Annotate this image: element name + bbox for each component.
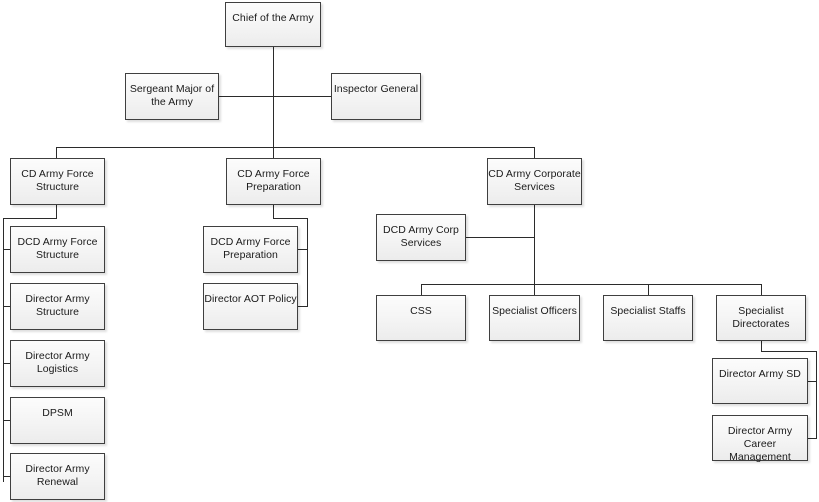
org-node-label-dcd-army-corp-services: DCD Army Corp Services — [383, 224, 459, 249]
connector-stub-dcd-force-preparation — [298, 249, 308, 251]
connector-stub-director-army-structure — [3, 306, 11, 308]
connector-inspector-general-link — [273, 96, 332, 98]
org-node-label-dcd-army-force-structure: DCD Army Force Structure — [17, 236, 98, 261]
connector-stub-director-army-renewal — [3, 476, 11, 478]
connector-corporate-services-spine — [534, 205, 536, 284]
org-node-director-army-structure[interactable]: Director Army Structure — [10, 283, 105, 330]
org-node-cd-army-force-preparation[interactable]: CD Army Force Preparation — [226, 158, 321, 205]
org-node-cd-army-corporate-services[interactable]: CD Army Corporate Services — [487, 158, 582, 205]
connector-drop-cd-corporate-services — [534, 147, 536, 159]
connector-specialist-directorates-stem — [761, 341, 763, 352]
org-node-label-dcd-army-force-preparation: DCD Army Force Preparation — [210, 236, 291, 261]
connector-chief-trunk-to-level2 — [273, 47, 275, 148]
org-node-label-director-army-renewal: Director Army Renewal — [25, 463, 90, 488]
connector-force-structure-elbow — [3, 218, 57, 220]
connector-force-preparation-spine — [307, 218, 309, 306]
connector-drop-specialist-officers — [534, 284, 536, 296]
org-node-label-specialist-staffs: Specialist Staffs — [610, 305, 686, 317]
connector-force-structure-spine — [3, 218, 5, 482]
connector-drop-specialist-directorates — [761, 284, 763, 296]
org-node-director-army-logistics[interactable]: Director Army Logistics — [10, 340, 105, 387]
org-node-label-inspector-general: Inspector General — [333, 83, 419, 95]
connector-sergeant-major-link — [218, 96, 274, 98]
org-node-director-army-career-management[interactable]: Director Army Career Management — [712, 415, 808, 463]
org-node-sergeant-major[interactable]: Sergeant Major of the Army — [125, 73, 219, 120]
org-node-dcd-army-force-preparation[interactable]: DCD Army Force Preparation — [203, 226, 298, 273]
connector-stub-director-army-career — [808, 438, 817, 440]
org-node-label-cd-army-force-structure: CD Army Force Structure — [21, 168, 94, 193]
org-node-label-director-aot-policy: Director AOT Policy — [204, 293, 297, 305]
connector-stub-dcd-force-structure — [3, 249, 11, 251]
org-node-dcd-army-force-structure[interactable]: DCD Army Force Structure — [10, 226, 105, 273]
connector-stub-dcd-army-corp-services — [466, 237, 535, 239]
org-node-label-cd-army-corporate-services: CD Army Corporate Services — [488, 168, 581, 193]
org-node-label-cd-army-force-preparation: CD Army Force Preparation — [237, 168, 310, 193]
org-node-specialist-officers[interactable]: Specialist Officers — [489, 295, 580, 341]
org-node-label-specialist-officers: Specialist Officers — [492, 305, 577, 317]
org-node-label-chief-of-the-army: Chief of the Army — [232, 12, 314, 24]
org-node-inspector-general[interactable]: Inspector General — [331, 73, 421, 120]
org-node-cd-army-force-structure[interactable]: CD Army Force Structure — [10, 158, 105, 205]
org-node-director-aot-policy[interactable]: Director AOT Policy — [203, 283, 298, 330]
connector-force-preparation-stem — [273, 205, 275, 219]
connector-stub-dpsm — [3, 420, 11, 422]
connector-drop-cd-force-preparation — [273, 147, 275, 159]
org-node-director-army-renewal[interactable]: Director Army Renewal — [10, 453, 105, 500]
connector-force-structure-stem — [56, 205, 58, 219]
connector-level2-distribution-bar — [56, 147, 535, 149]
org-node-label-dpsm: DPSM — [42, 407, 73, 419]
connector-stub-director-army-sd — [808, 381, 817, 383]
connector-force-preparation-elbow — [273, 218, 308, 220]
org-node-label-director-army-career-management: Director Army Career Management — [727, 425, 793, 463]
org-node-specialist-directorates[interactable]: Specialist Directorates — [716, 295, 806, 341]
org-node-label-director-army-sd: Director Army SD — [719, 368, 801, 380]
connector-level4-distribution-bar — [421, 284, 761, 286]
org-node-label-director-army-structure: Director Army Structure — [25, 293, 90, 318]
org-node-dcd-army-corp-services[interactable]: DCD Army Corp Services — [376, 214, 466, 261]
org-node-label-specialist-directorates: Specialist Directorates — [732, 305, 790, 330]
connector-specialist-directorates-spine — [816, 351, 818, 438]
connector-drop-css — [421, 284, 423, 296]
org-node-chief-of-the-army[interactable]: Chief of the Army — [225, 2, 321, 47]
connector-stub-director-army-logistics — [3, 363, 11, 365]
connector-stub-director-aot-policy — [298, 306, 308, 308]
org-node-dpsm[interactable]: DPSM — [10, 397, 105, 444]
connector-drop-cd-force-structure — [56, 147, 58, 159]
connector-drop-specialist-staffs — [648, 284, 650, 296]
org-node-label-sergeant-major: Sergeant Major of the Army — [129, 83, 215, 108]
org-node-label-css: CSS — [410, 305, 432, 317]
org-node-css[interactable]: CSS — [376, 295, 466, 341]
org-node-label-director-army-logistics: Director Army Logistics — [25, 350, 90, 375]
connector-specialist-directorates-elbow — [761, 351, 817, 353]
org-node-director-army-sd[interactable]: Director Army SD — [712, 358, 808, 404]
org-node-specialist-staffs[interactable]: Specialist Staffs — [603, 295, 693, 341]
